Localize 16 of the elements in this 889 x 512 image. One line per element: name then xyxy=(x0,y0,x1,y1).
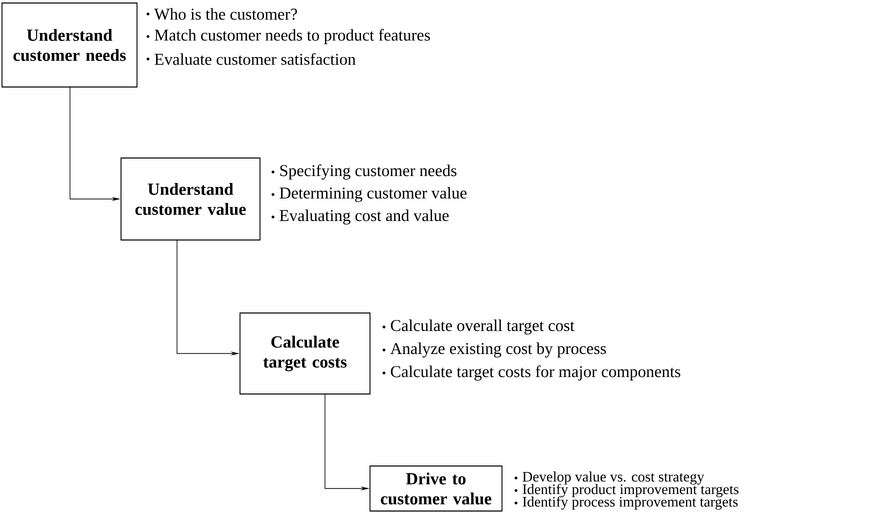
process-box: Understand customer value xyxy=(120,158,260,240)
bullet-text: Who is the customer? xyxy=(154,8,297,20)
bullet-text: Specifying customer needs xyxy=(280,164,456,180)
bullet-text: Evaluate customer satisfaction xyxy=(154,53,356,65)
bullet-text: Identify process improvement targets xyxy=(522,496,738,510)
bullet-text: Evaluating cost and value xyxy=(280,210,449,224)
bullet-text: Analyze existing cost by process xyxy=(390,342,606,358)
bullet-text: Match customer needs to product features xyxy=(154,28,430,44)
process-box: Drive to customer value xyxy=(370,466,502,512)
bullet-text: Determining customer value xyxy=(280,187,466,202)
bullet-text: Calculate overall target cost xyxy=(390,320,574,334)
bullet-text: Identify product improvement targets xyxy=(522,484,738,498)
bullet-text: Calculate target costs for major components xyxy=(390,365,680,381)
process-box: Understand customer needs xyxy=(2,2,138,88)
bullet-text: Develop value vs. cost strategy xyxy=(522,471,704,485)
process-box: Calculate target costs xyxy=(240,312,370,394)
